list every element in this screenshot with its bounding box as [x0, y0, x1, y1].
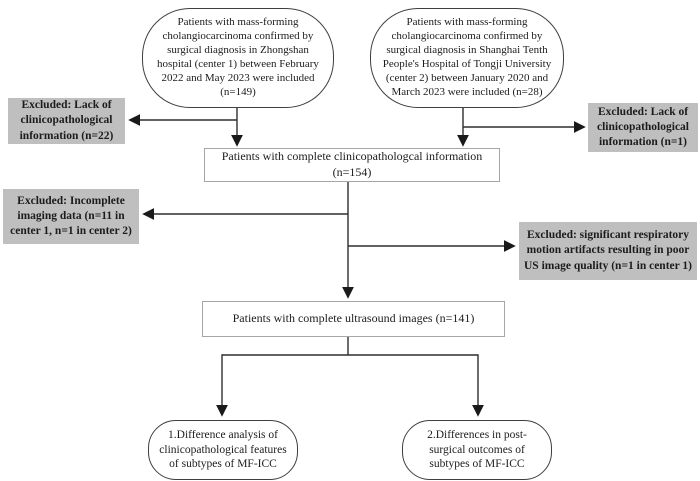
node-excluded-incomplete-imaging: Excluded: Incomplete imaging data (n=11 …	[3, 189, 139, 244]
node-complete-ultrasound-text: Patients with complete ultrasound images…	[232, 311, 475, 326]
node-excluded-lack-center2-text: Excluded: Lack of clinicopathological in…	[597, 105, 689, 149]
node-excluded-lack-center1: Excluded: Lack of clinicopathological in…	[8, 98, 125, 144]
node-excluded-lack-center2: Excluded: Lack of clinicopathological in…	[588, 103, 698, 152]
node-excluded-lack-center1-text: Excluded: Lack of clinicopathological in…	[19, 99, 114, 142]
node-center1-text: Patients with mass-forming cholangiocarc…	[157, 16, 319, 98]
node-excluded-motion-artifacts-text: Excluded: significant respiratory motion…	[524, 229, 692, 272]
node-center2-text: Patients with mass-forming cholangiocarc…	[382, 16, 552, 98]
node-excluded-motion-artifacts: Excluded: significant respiratory motion…	[519, 222, 697, 280]
node-center1-included: Patients with mass-forming cholangiocarc…	[142, 8, 334, 108]
node-outcome1-text: 1.Difference analysis of clinicopatholog…	[159, 428, 287, 471]
node-excluded-incomplete-imaging-text: Excluded: Incomplete imaging data (n=11 …	[10, 194, 132, 238]
node-complete-clinicopathological-text: Patients with complete clinicopathologca…	[221, 149, 483, 179]
node-outcome2-text: 2.Differences in post-surgical outcomes …	[427, 428, 527, 471]
node-complete-clinicopathological: Patients with complete clinicopathologca…	[204, 148, 500, 182]
node-outcome2: 2.Differences in post-surgical outcomes …	[402, 420, 552, 480]
node-outcome1: 1.Difference analysis of clinicopatholog…	[148, 420, 298, 480]
node-center2-included: Patients with mass-forming cholangiocarc…	[370, 8, 564, 108]
node-complete-ultrasound: Patients with complete ultrasound images…	[202, 301, 505, 337]
